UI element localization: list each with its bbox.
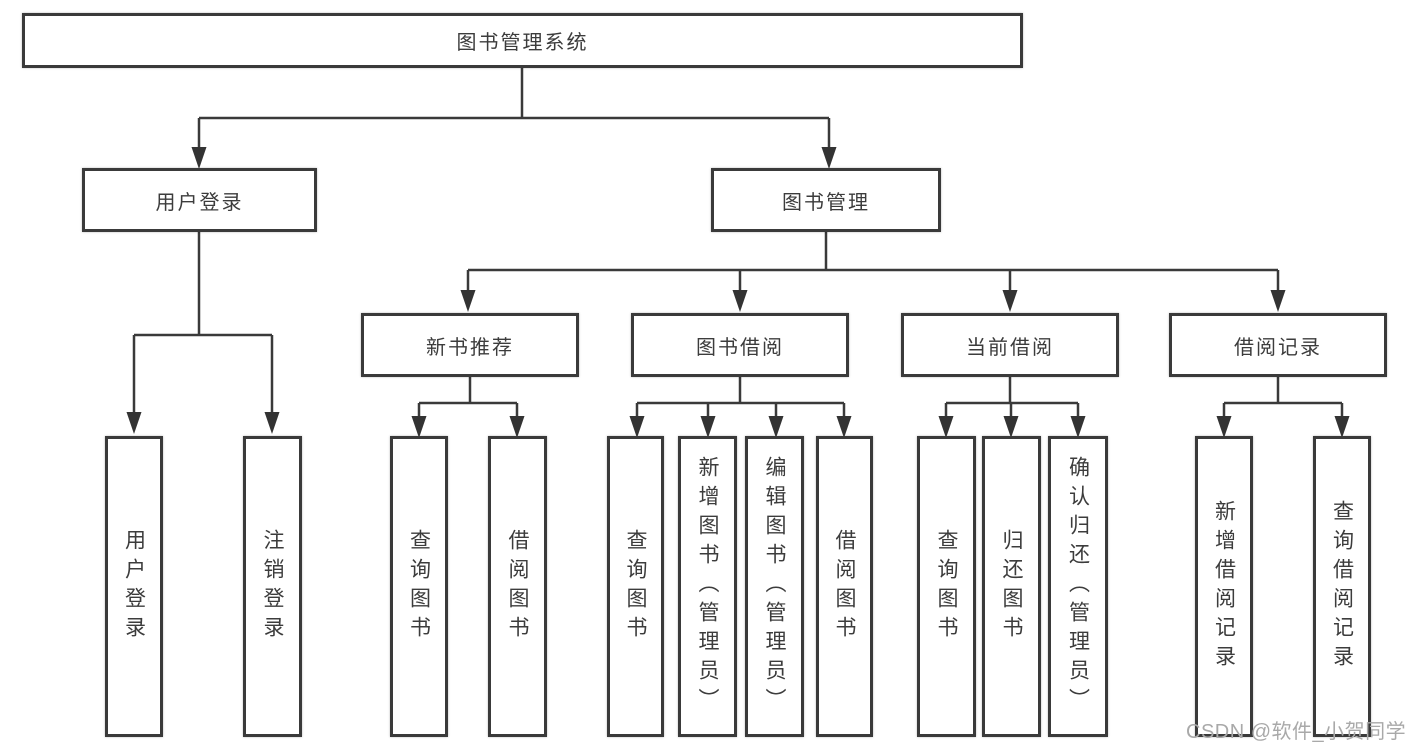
leaf-query-borrow-record: 查询借阅记录 <box>1313 436 1371 737</box>
leaf-user-login: 用户登录 <box>105 436 163 737</box>
leaf-add-borrow-record: 新增借阅记录 <box>1195 436 1253 737</box>
leaf-query-books-recommend: 查询图书 <box>390 436 448 737</box>
node-root-system: 图书管理系统 <box>22 13 1023 68</box>
node-current-borrow: 当前借阅 <box>901 313 1119 377</box>
leaf-query-books-current: 查询图书 <box>917 436 976 737</box>
node-borrow-records: 借阅记录 <box>1169 313 1387 377</box>
leaf-borrow-books: 借阅图书 <box>816 436 873 737</box>
node-new-book-recommend: 新书推荐 <box>361 313 579 377</box>
arrowhead-icons <box>126 147 1350 438</box>
leaf-logout: 注销登录 <box>243 436 302 737</box>
leaf-query-books-borrow: 查询图书 <box>607 436 664 737</box>
node-user-login-branch: 用户登录 <box>82 168 317 232</box>
leaf-return-books: 归还图书 <box>982 436 1041 737</box>
node-book-management-branch: 图书管理 <box>711 168 941 232</box>
leaf-edit-books-admin: 编辑图书（管理员） <box>745 436 804 737</box>
watermark: CSDN @软件_小贺同学 <box>1186 721 1405 743</box>
leaf-borrow-books-recommend: 借阅图书 <box>488 436 547 737</box>
node-book-borrow: 图书借阅 <box>631 313 849 377</box>
leaf-confirm-return-admin: 确认归还（管理员） <box>1048 436 1108 737</box>
leaf-add-books-admin: 新增图书（管理员） <box>678 436 737 737</box>
